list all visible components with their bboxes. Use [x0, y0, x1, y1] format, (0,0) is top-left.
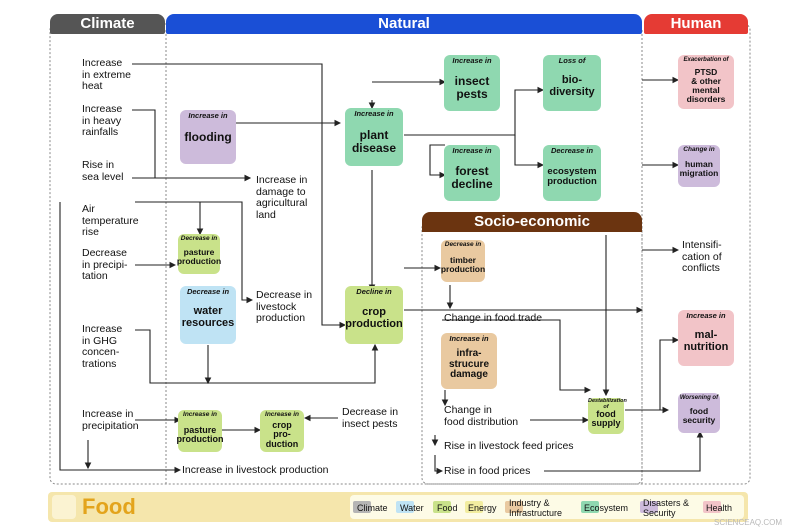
- legend-box: [350, 495, 744, 519]
- legend-ecosystem-chip: [581, 501, 599, 513]
- legend-energy-chip: [465, 501, 483, 513]
- node-precip-decrease: Decrease in precipi- tation: [79, 247, 128, 283]
- legend-climate-chip: [353, 501, 371, 513]
- legend-climate: Climate: [357, 503, 388, 513]
- legend-water: Water: [400, 503, 424, 513]
- legend-water-chip: [396, 501, 414, 513]
- watermark: SCIENCEAQ.COM: [714, 518, 783, 527]
- legend-energy: Energy: [468, 503, 497, 513]
- node-feed-prices: Rise in livestock feed prices: [441, 440, 574, 453]
- legend-food-chip-small: [433, 501, 451, 513]
- node-food-trade: Change in food trade: [441, 312, 542, 325]
- node-sea-level: Rise in sea level: [79, 159, 123, 183]
- legend-ecosystem: Ecosystem: [584, 503, 629, 513]
- node-food-distribution: Change in food distribution: [441, 404, 518, 428]
- section-header-human: Human: [644, 14, 748, 34]
- legend-health-chip: [703, 501, 721, 513]
- node-livestock-decrease: Decrease in livestock production: [253, 289, 312, 325]
- node-extreme-heat: Increase in extreme heat: [79, 57, 131, 93]
- legend-industry: Industry & Infrastructure: [509, 498, 563, 518]
- section-header-natural: Natural: [166, 14, 642, 34]
- legend-disasters: Disasters & Security: [643, 498, 690, 518]
- node-livestock-increase: Increase in livestock production: [179, 464, 329, 477]
- legend-disasters-chip: [640, 501, 658, 513]
- legend-food: Food: [437, 503, 458, 513]
- node-conflicts: Intensifi- cation of conflicts: [679, 239, 722, 275]
- node-damage-land: Increase in damage to agricultural land: [253, 174, 307, 221]
- node-precip-increase: Increase in precipitation: [79, 408, 139, 432]
- section-header-climate: Climate: [50, 14, 165, 34]
- legend-title: Food: [82, 494, 136, 519]
- section-header-socio-economic: Socio-economic: [422, 212, 642, 232]
- node-food-prices: Rise in food prices: [441, 465, 530, 478]
- node-heavy-rainfall: Increase in heavy rainfalls: [79, 103, 122, 139]
- legend-industry-chip: [505, 501, 523, 513]
- legend-food-chip: [52, 495, 76, 519]
- node-air-temperature: Air temperature rise: [79, 203, 139, 239]
- node-ghg: Increase in GHG concen- trations: [79, 323, 122, 370]
- legend-health: Health: [706, 503, 733, 513]
- node-insect-decrease: Decrease in insect pests: [339, 406, 398, 430]
